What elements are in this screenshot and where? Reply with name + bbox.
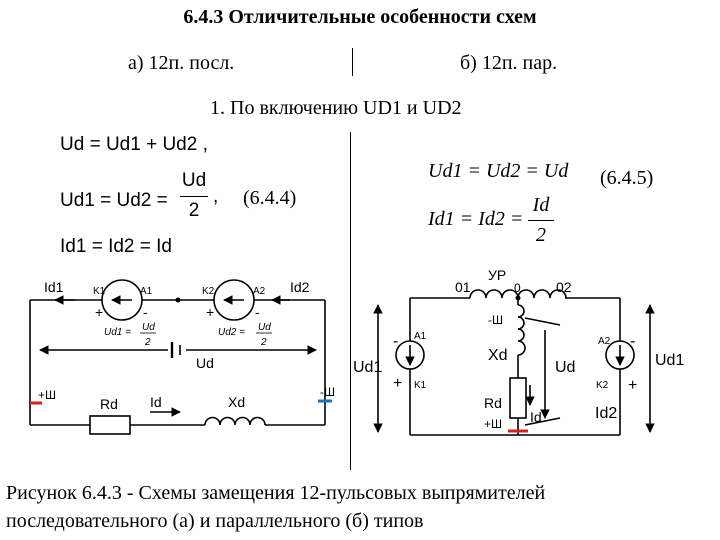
- eq-ud-half-den: 2: [188, 200, 200, 221]
- label-a2: A2: [253, 286, 266, 297]
- label-id-b: Id: [530, 409, 542, 425]
- label-a1: A1: [140, 286, 153, 297]
- label-rd: Rd: [100, 396, 118, 412]
- node-0: [515, 295, 521, 301]
- label-ud1-right: Ud1: [655, 352, 684, 369]
- eq-parallel-voltages: Ud1 = Ud2 = Ud: [428, 160, 569, 182]
- label-ud1-left: Ud1: [353, 359, 382, 376]
- eq-label-645: (6.4.5): [600, 167, 654, 189]
- label-id: Id: [150, 394, 162, 410]
- label-node-01: 01: [455, 279, 471, 295]
- label-ud1-eq: Ud1 =: [104, 327, 131, 338]
- label-a1-minus-b: -: [393, 333, 398, 350]
- label-minus-sh-b: -Ш: [488, 313, 503, 327]
- label-k1: K1: [93, 286, 106, 297]
- label-plus-sh: +Ш: [38, 388, 56, 402]
- ammeter-a1: [101, 279, 143, 321]
- eq-ud-sum: Ud = Ud1 + Ud2 ,: [60, 134, 208, 155]
- eq-ud1-ud2-lhs: Ud1 = Ud2 =: [60, 190, 168, 211]
- ammeter-a2: [213, 279, 255, 321]
- ammeter-a2-b: [605, 340, 635, 370]
- inductor-xd-b: [517, 304, 526, 356]
- subtitle-b: б) 12п. пар.: [460, 52, 558, 74]
- figure-caption-line2: последовательного (а) и параллельного (б…: [6, 510, 424, 532]
- label-rd-b: Rd: [484, 395, 502, 411]
- inductor-xd: [204, 416, 266, 426]
- label-id2-b: Id2: [595, 405, 617, 422]
- label-ud2-num: Ud: [258, 322, 271, 333]
- label-a1-b: A1: [414, 331, 427, 342]
- page-title: 6.4.3 Отличительные особенности схем: [183, 6, 537, 28]
- label-ud1-den: 2: [144, 337, 151, 348]
- label-a1-plus-b: +: [393, 375, 402, 392]
- eq-id-equal: Id1 = Id2 = Id: [60, 236, 172, 257]
- resistor-rd: [89, 415, 131, 435]
- label-a2-plus: +: [206, 304, 214, 320]
- label-xd-b: Xd: [488, 347, 508, 364]
- resistor-rd-b: [509, 377, 527, 419]
- eq-id-half-den: 2: [536, 224, 546, 246]
- center-divider: [350, 132, 351, 470]
- label-ud: Ud: [196, 355, 214, 371]
- label-xd: Xd: [228, 394, 245, 410]
- reactor-ur: [469, 289, 567, 299]
- figure-caption-line1: Рисунок 6.4.3 - Схемы замещения 12-пульс…: [6, 482, 546, 504]
- eq-label-644: (6.4.4): [243, 187, 297, 209]
- junction-dot: [175, 297, 181, 303]
- label-a2-minus-b: -: [630, 333, 635, 350]
- label-a2-b: A2: [598, 336, 611, 347]
- label-ud2-eq: Ud2 =: [218, 327, 245, 338]
- label-k2-b: K2: [596, 380, 609, 391]
- label-a1-plus: +: [95, 304, 103, 320]
- label-node-02: 02: [556, 279, 572, 295]
- fraction-bar-right: [528, 220, 554, 221]
- fraction-bar: [180, 196, 208, 197]
- section-heading: 1. По включению UD1 и UD2: [210, 97, 462, 119]
- subtitle-a: а) 12п. посл.: [128, 52, 235, 74]
- label-a2-minus: -: [255, 304, 260, 320]
- eq-ud-half-num: Ud: [181, 170, 207, 191]
- label-ur: УР: [488, 267, 506, 283]
- eq-id-half-num: Id: [532, 194, 550, 216]
- header-divider: [352, 48, 353, 76]
- label-ud2-den: 2: [260, 337, 267, 348]
- ammeter-a1-b: [395, 340, 425, 370]
- label-plus-sh-b: +Ш: [484, 417, 502, 431]
- label-a1-minus: -: [143, 304, 148, 320]
- label-id1: Id1: [44, 279, 64, 295]
- label-ud1-num: Ud: [142, 322, 155, 333]
- label-id2: Id2: [290, 279, 310, 295]
- series-circuit: [29, 295, 326, 426]
- label-minus-sh: -Ш: [320, 385, 335, 399]
- label-a2-plus-b: +: [628, 377, 637, 394]
- label-ud-b: Ud: [555, 359, 575, 376]
- label-k1-b: K1: [414, 380, 427, 391]
- label-k2: K2: [202, 286, 215, 297]
- eq-parallel-currents-lhs: Id1 = Id2 =: [428, 208, 524, 230]
- label-node-0: 0: [514, 281, 521, 295]
- eq-comma: ,: [213, 186, 219, 207]
